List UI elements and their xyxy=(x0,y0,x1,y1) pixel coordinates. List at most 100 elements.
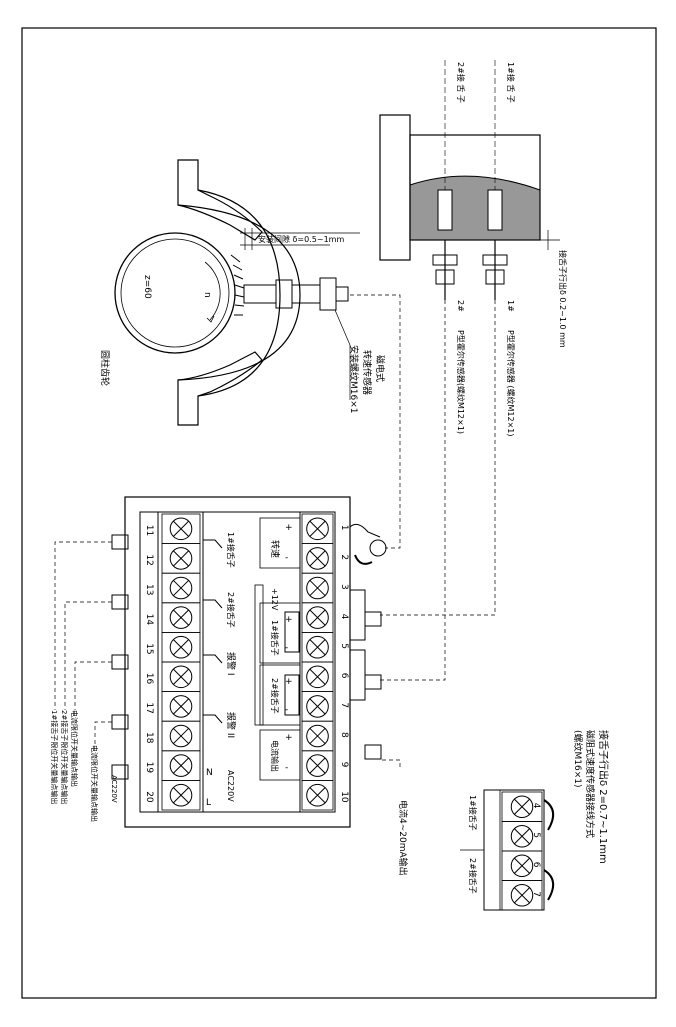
n-label: N xyxy=(206,768,213,778)
left-terminal-number: 11 xyxy=(144,525,154,536)
sensor-title-label: 磁电式 xyxy=(374,355,386,382)
gap-dimension xyxy=(240,228,360,250)
right-terminal-number: 6 xyxy=(339,673,349,679)
current-out-label: 电流输出 xyxy=(270,740,280,772)
right-terminal-1: 1 xyxy=(301,513,349,545)
left-terminal-number: 16 xyxy=(144,673,154,685)
right-terminal-2: 2 xyxy=(301,543,349,574)
inset-terminal-4: 4 xyxy=(501,791,543,822)
probe2-mark-label: 2# xyxy=(456,300,465,312)
left-terminal-16: 16 xyxy=(144,661,201,693)
probe1-mark-label: 1# xyxy=(506,300,515,312)
relay1-label: 1#接舌子限位开关量输点输出 xyxy=(50,710,59,804)
term2-label: 2#接舌子 xyxy=(270,678,280,714)
plus-label-1: + xyxy=(285,523,293,533)
minus-label-1: - xyxy=(285,553,288,563)
left-terminal-15: 15 xyxy=(144,632,201,663)
left-terminal-number: 15 xyxy=(144,643,154,654)
right-terminal-number: 5 xyxy=(339,643,349,649)
dashed-wires xyxy=(54,294,496,770)
left-terminal-number: 14 xyxy=(144,614,154,626)
ac220v-label: AC220V xyxy=(226,770,235,802)
alarm1-label: 报警 I xyxy=(225,652,237,676)
probe1-top-label: 1#接 舌 子 xyxy=(506,62,516,103)
gear-z-label: z=60 xyxy=(142,275,152,299)
inset-title-label: 接舌子行出δ 2=0.7~1.1mm xyxy=(597,730,610,864)
inset-wiring: 4 5 6 7 xyxy=(460,789,555,911)
right-terminal-7: 7 xyxy=(301,691,349,722)
left-terminal-18: 18 xyxy=(144,720,201,752)
inset-line2-label: 磁阻式速度传感器接线方式 xyxy=(584,730,596,838)
inset-t2-label: 2#接舌子 xyxy=(468,858,478,894)
magnetic-speed-sensor xyxy=(243,277,351,400)
left-terminal-number: 17 xyxy=(144,702,154,713)
alarm2-label: 报警 II xyxy=(225,712,237,738)
sensor-line3-label: 安装螺纹M16×1 xyxy=(348,345,360,414)
plus-label-4: + xyxy=(285,733,293,743)
right-terminal-10: 10 xyxy=(301,780,349,811)
right-terminal-4: 4 xyxy=(301,602,349,633)
plus12v-label: +12V xyxy=(270,588,279,611)
right-terminal-number: 9 xyxy=(339,762,349,768)
inset-t1-label: 1#接舌子 xyxy=(468,795,478,831)
relay4-label: 电流限位开关量输点输出 xyxy=(90,745,99,822)
inset-terminal-5: 5 xyxy=(501,821,543,852)
inset-line3-label: (螺纹M16×1) xyxy=(572,730,584,788)
probe2-desc-label: P型霍尔传感器(螺纹M12×1) xyxy=(456,330,466,434)
probe2-top-label: 2#接 舌 子 xyxy=(456,62,466,103)
inset-terminal-block: 4 5 6 7 xyxy=(501,791,543,911)
right-connectors xyxy=(349,523,387,760)
ac220v-bottom-label: AC220V xyxy=(110,775,118,803)
left-terminal-17: 17 xyxy=(144,691,201,722)
inset-terminal-6: 6 xyxy=(501,850,543,881)
right-terminal-number: 8 xyxy=(339,732,349,738)
switch2-label: 2#接舌子 xyxy=(226,592,236,628)
right-terminal-number: 2 xyxy=(339,554,349,560)
inset-terminal-7: 7 xyxy=(501,880,543,911)
left-terminal-number: 19 xyxy=(144,762,154,774)
right-terminal-number: 7 xyxy=(339,702,349,708)
term1-label: 1#接舌子 xyxy=(270,620,280,656)
left-terminal-11: 11 xyxy=(144,513,201,545)
minus-label-2: - xyxy=(285,643,288,653)
gear-n-label: n xyxy=(202,292,212,298)
left-terminal-20: 20 xyxy=(144,780,201,811)
probe-gap-label: 接舌子行出δ 0.2~1.0 mm xyxy=(558,250,568,348)
inset-terminal-number: 4 xyxy=(531,803,541,809)
inset-terminal-number: 7 xyxy=(531,891,541,897)
left-terminal-13: 13 xyxy=(144,572,201,604)
inset-terminal-number: 6 xyxy=(531,862,541,868)
plus-label-3: + xyxy=(285,677,293,687)
right-terminal-5: 5 xyxy=(301,632,349,663)
minus-label-4: - xyxy=(285,763,288,773)
left-terminal-14: 14 xyxy=(144,602,201,633)
gear-assembly xyxy=(114,159,301,426)
left-terminal-number: 20 xyxy=(144,791,154,803)
l-label: L xyxy=(206,798,211,808)
right-terminal-number: 4 xyxy=(339,614,349,620)
relay3-label: 电流限位开关量输点输出 xyxy=(70,710,79,787)
left-terminal-number: 12 xyxy=(144,554,154,565)
right-terminal-8: 8 xyxy=(301,720,349,752)
probe1-desc-label: P型霍尔传感器 (螺纹M12×1) xyxy=(506,330,516,436)
right-terminal-number: 1 xyxy=(339,525,349,531)
probe-bracket xyxy=(379,60,560,300)
gear-name-label: 圆柱齿轮 xyxy=(99,350,111,386)
page-frame xyxy=(21,27,657,999)
plus-label-2: + xyxy=(285,615,293,625)
minus-label-3: - xyxy=(285,705,288,715)
inset-terminal-number: 5 xyxy=(531,832,541,838)
right-terminal-9: 9 xyxy=(301,750,349,781)
right-terminal-6: 6 xyxy=(301,661,349,693)
right-terminal-3: 3 xyxy=(301,572,349,604)
switch1-label: 1#接舌子 xyxy=(226,532,236,568)
left-terminal-number: 18 xyxy=(144,732,154,744)
gap-note-label: 安装间隙 δ=0.5~1mm xyxy=(258,234,344,244)
left-terminal-number: 13 xyxy=(144,584,154,595)
right-terminal-number: 3 xyxy=(339,584,349,590)
right-terminal-number: 10 xyxy=(339,791,349,803)
left-terminal-block: 11 12 13 14 15 16 17 18 19 20 xyxy=(144,513,201,811)
